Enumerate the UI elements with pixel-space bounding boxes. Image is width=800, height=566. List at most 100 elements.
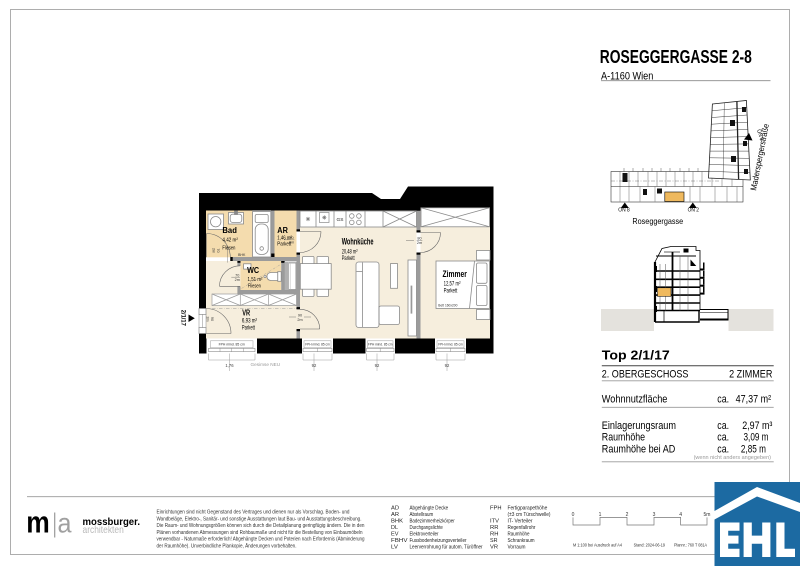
svg-text:2,85 m: 2,85 m bbox=[741, 443, 766, 455]
svg-text:Einlagerungsraum: Einlagerungsraum bbox=[602, 420, 676, 432]
svg-text:Leerverrohrung für autom. Türö: Leerverrohrung für autom. Türöffner bbox=[410, 544, 483, 550]
svg-text:90: 90 bbox=[298, 313, 302, 317]
svg-text:Zimmer: Zimmer bbox=[443, 269, 468, 279]
svg-text:ca.: ca. bbox=[717, 443, 729, 455]
svg-text:ca.: ca. bbox=[717, 420, 729, 432]
svg-text:3,09 m: 3,09 m bbox=[744, 432, 769, 444]
svg-text:2m: 2m bbox=[235, 278, 240, 282]
svg-text:m: m bbox=[26, 505, 50, 540]
svg-text:Wohnnutzfläche: Wohnnutzfläche bbox=[602, 394, 668, 406]
svg-text:92: 92 bbox=[375, 363, 380, 368]
svg-text:M 1:100 bei Ausdruck auf A4: M 1:100 bei Ausdruck auf A4 bbox=[573, 543, 622, 549]
svg-text:ON 2: ON 2 bbox=[688, 208, 699, 214]
svg-text:4,42 m²: 4,42 m² bbox=[222, 237, 238, 243]
svg-text:mossburger.: mossburger. bbox=[83, 516, 141, 528]
svg-text:LV: LV bbox=[391, 544, 399, 550]
svg-text:ON 8: ON 8 bbox=[618, 208, 629, 214]
svg-text:Parkett: Parkett bbox=[277, 242, 291, 248]
svg-text:Stand: 2024-06-19: Stand: 2024-06-19 bbox=[634, 543, 666, 549]
svg-text:Elektroverteiler: Elektroverteiler bbox=[410, 531, 439, 537]
svg-text:Parkett: Parkett bbox=[242, 326, 255, 332]
svg-text:Fussbodenheizungsverteiler: Fussbodenheizungsverteiler bbox=[410, 538, 467, 544]
svg-text:2. OBERGESCHOSS: 2. OBERGESCHOSS bbox=[602, 369, 689, 381]
svg-text:BHK: BHK bbox=[238, 253, 246, 257]
svg-text:Regenfallrohr: Regenfallrohr bbox=[508, 525, 536, 531]
svg-text:Vorraum: Vorraum bbox=[508, 544, 526, 550]
svg-text:VR: VR bbox=[490, 544, 498, 550]
svg-text:Raumhöhe bei AD: Raumhöhe bei AD bbox=[602, 443, 676, 455]
svg-text:Parkett: Parkett bbox=[444, 288, 458, 294]
svg-text:2: 2 bbox=[626, 512, 629, 518]
svg-text:Schrankraum: Schrankraum bbox=[508, 538, 535, 544]
svg-text:RH: RH bbox=[490, 531, 499, 537]
svg-text:Abgehängte Decke: Abgehängte Decke bbox=[410, 505, 449, 511]
svg-text:1: 1 bbox=[599, 512, 602, 518]
svg-text:AD: AD bbox=[391, 505, 399, 511]
svg-text:architekten: architekten bbox=[83, 524, 124, 536]
svg-text:Gesimse NEU: Gesimse NEU bbox=[251, 362, 281, 367]
svg-text:5m: 5m bbox=[704, 512, 711, 518]
svg-text:FPH mind. 85 cm: FPH mind. 85 cm bbox=[368, 343, 393, 347]
svg-text:2m: 2m bbox=[205, 316, 209, 321]
svg-text:Badezimmerheizkörper: Badezimmerheizkörper bbox=[410, 518, 455, 524]
svg-text:a: a bbox=[58, 508, 72, 539]
svg-text:VR: VR bbox=[242, 308, 250, 317]
svg-text:FPH mind. 85 cm: FPH mind. 85 cm bbox=[438, 343, 463, 347]
svg-text:FPH mind. 85 cm: FPH mind. 85 cm bbox=[219, 343, 245, 347]
svg-text:Bett 160x200: Bett 160x200 bbox=[438, 303, 457, 307]
svg-text:6,93 m²: 6,93 m² bbox=[242, 319, 257, 325]
svg-text:Raumhöhe: Raumhöhe bbox=[602, 432, 645, 444]
svg-text:Fertigparapethöhe: Fertigparapethöhe bbox=[508, 505, 548, 511]
svg-text:Einrichtungen sind nicht Gegen: Einrichtungen sind nicht Gegenstand des … bbox=[157, 510, 350, 516]
svg-text:1,76: 1,76 bbox=[225, 363, 234, 368]
svg-text:SR: SR bbox=[490, 538, 498, 544]
svg-text:Fliesen: Fliesen bbox=[222, 246, 235, 252]
svg-text:2m: 2m bbox=[297, 318, 302, 322]
svg-text:FPH: FPH bbox=[490, 505, 502, 511]
svg-text:EV: EV bbox=[391, 531, 399, 537]
svg-text:ca.: ca. bbox=[717, 432, 729, 444]
svg-text:Wohnküche: Wohnküche bbox=[342, 237, 374, 247]
svg-text:IT- Verteiler: IT- Verteiler bbox=[508, 518, 533, 524]
svg-text:ON 6: ON 6 bbox=[755, 129, 764, 142]
svg-text:20,48 m²: 20,48 m² bbox=[342, 250, 358, 256]
svg-text:verwendbar - Naturmaße erforde: verwendbar - Naturmaße erforderlich! Abg… bbox=[157, 537, 365, 543]
svg-text:2 ZIMMER: 2 ZIMMER bbox=[729, 369, 772, 381]
svg-text:92: 92 bbox=[445, 363, 450, 368]
svg-text:80: 80 bbox=[289, 236, 293, 240]
svg-text:DL: DL bbox=[391, 525, 398, 531]
svg-text:2m: 2m bbox=[212, 248, 216, 253]
svg-text:FPH mind. 85 cm: FPH mind. 85 cm bbox=[305, 343, 330, 347]
svg-text:RR: RR bbox=[490, 525, 499, 531]
svg-text:A-1160 Wien: A-1160 Wien bbox=[601, 70, 653, 82]
svg-text:4: 4 bbox=[679, 512, 682, 518]
svg-text:70: 70 bbox=[235, 274, 239, 278]
svg-text:(±3 cm Türschwelle): (±3 cm Türschwelle) bbox=[508, 512, 551, 518]
svg-text:2m: 2m bbox=[289, 241, 294, 245]
svg-text:Durchgangslichte: Durchgangslichte bbox=[410, 525, 443, 531]
svg-text:ROSEGGERGASSE 2-8: ROSEGGERGASSE 2-8 bbox=[600, 46, 752, 67]
svg-text:12,57 m²: 12,57 m² bbox=[444, 281, 461, 287]
svg-text:80: 80 bbox=[417, 237, 421, 241]
svg-text:GS: GS bbox=[337, 217, 344, 223]
svg-text:der Raumhöhe). Unverbindliche: der Raumhöhe). Unverbindliche Plankopie,… bbox=[157, 543, 297, 550]
svg-text:WC: WC bbox=[247, 266, 259, 275]
svg-text:Die Raum- und Wohnungsgrößen k: Die Raum- und Wohnungsgrößen können sich… bbox=[157, 523, 365, 529]
svg-text:3: 3 bbox=[653, 512, 656, 518]
svg-text:ca.: ca. bbox=[717, 394, 729, 406]
svg-text:Fliesen: Fliesen bbox=[248, 283, 261, 289]
svg-text:92: 92 bbox=[312, 363, 317, 368]
svg-text:(wenn nicht anders angegeben): (wenn nicht anders angegeben) bbox=[694, 455, 772, 461]
svg-text:Bad: Bad bbox=[222, 226, 237, 235]
svg-text:Wandbeläge, Elektro-, Sanitär-: Wandbeläge, Elektro-, Sanitär- und sonst… bbox=[157, 516, 362, 522]
svg-text:2,97 m³: 2,97 m³ bbox=[742, 420, 772, 432]
svg-text:Plannr.: 760 T 081A: Plannr.: 760 T 081A bbox=[674, 543, 708, 549]
svg-text:Raumhöhe: Raumhöhe bbox=[508, 531, 530, 537]
svg-text:70: 70 bbox=[216, 248, 220, 252]
svg-text:0: 0 bbox=[572, 512, 575, 518]
svg-text:2/1/17: 2/1/17 bbox=[180, 310, 187, 327]
svg-text:2m: 2m bbox=[417, 241, 422, 245]
svg-text:Roseggergasse: Roseggergasse bbox=[632, 216, 683, 226]
svg-text:47,37 m²: 47,37 m² bbox=[736, 394, 772, 406]
svg-text:Top 2/1/17: Top 2/1/17 bbox=[602, 348, 670, 363]
